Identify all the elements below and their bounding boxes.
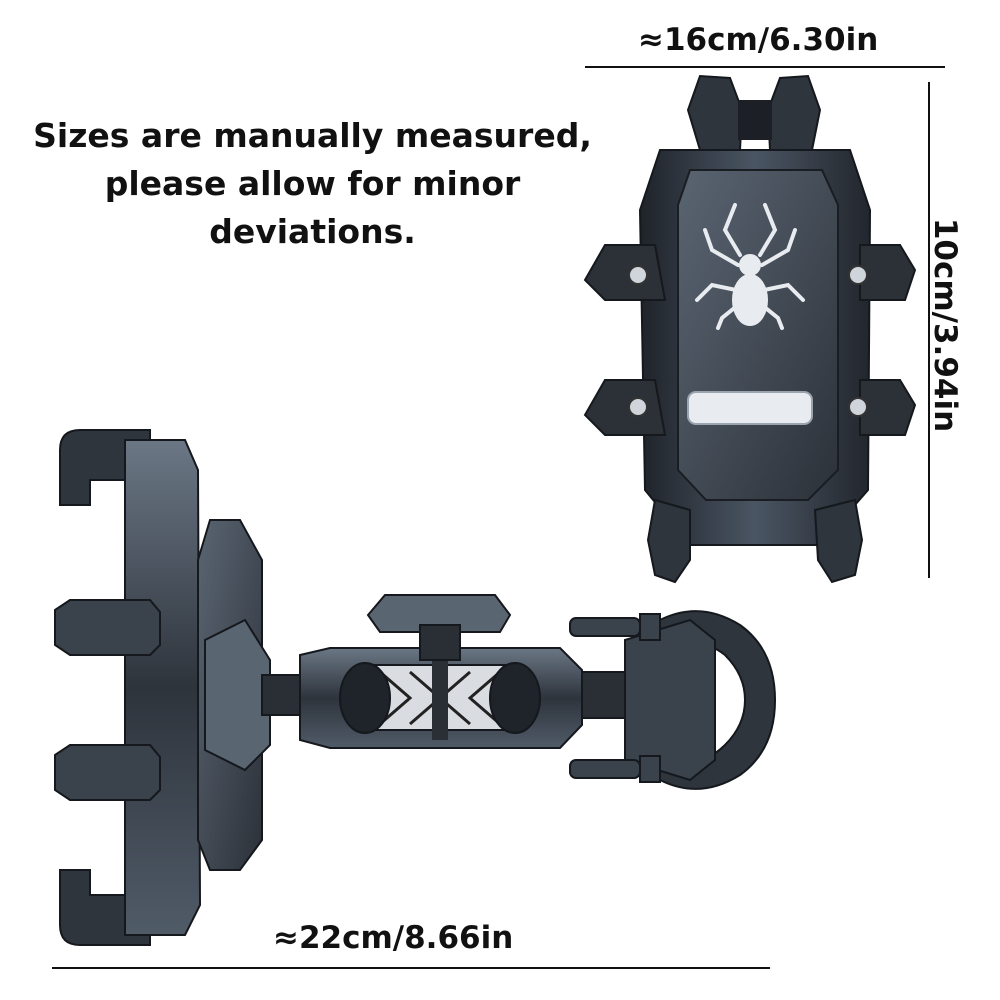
measurement-note: Sizes are manually measured, please allo… <box>0 112 625 256</box>
note-line-1: Sizes are manually measured, <box>33 116 592 155</box>
height-dimension-line <box>928 82 930 578</box>
width-dimension-label: ≈16cm/6.30in <box>638 22 879 58</box>
width-dimension-line <box>585 66 945 68</box>
side-view-assembly <box>54 429 777 946</box>
note-line-2: please allow for minor deviations. <box>104 164 521 251</box>
spider-logo-icon <box>695 203 805 330</box>
length-dimension-label: ≈22cm/8.66in <box>273 920 514 956</box>
front-view-holder <box>583 74 917 584</box>
length-dimension-line <box>52 967 770 969</box>
